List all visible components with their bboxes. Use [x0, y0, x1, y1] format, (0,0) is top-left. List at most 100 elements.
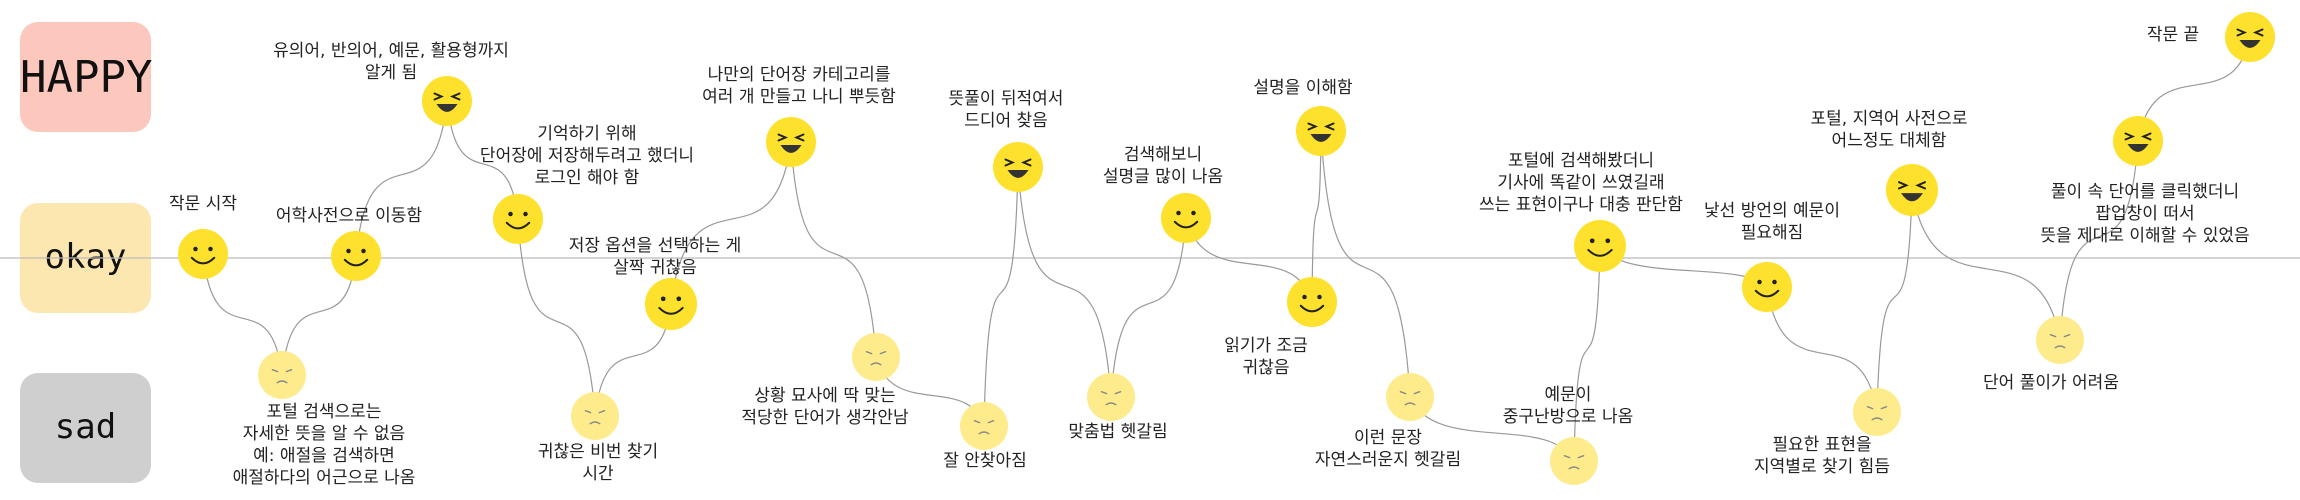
face-circle: [1287, 277, 1337, 327]
event-label: 단어 풀이가 어려움: [1983, 372, 2119, 394]
face-circle: [258, 351, 306, 399]
eye-mark: [449, 92, 461, 101]
event-label-line: 뜻풀이 뒤적여서: [948, 89, 1064, 109]
eye-mark: [973, 420, 981, 424]
eye-mark: [285, 369, 293, 373]
mouth-frown: [276, 380, 288, 384]
mood-band-label: okay: [44, 237, 127, 277]
connector-curve: [2137, 36, 2251, 142]
mood-band-label: HAPPY: [20, 52, 153, 103]
eye-mark: [1898, 181, 1909, 190]
event-label-line: 시간: [582, 464, 614, 484]
face-okay-icon: [1574, 220, 1626, 272]
eye-dot: [660, 296, 666, 302]
mouth-frown: [870, 362, 882, 366]
event-label-line: 애절하다의 어근으로 나옴: [232, 468, 416, 488]
mouth-open: [780, 145, 802, 153]
connector-curve: [1911, 189, 2061, 341]
face-happy-icon: [2225, 12, 2275, 62]
event-label-line: 예문이: [1544, 385, 1592, 405]
event-label: 잘 안찾아짐: [943, 450, 1027, 472]
face-circle: [1886, 164, 1938, 216]
eye-mark: [1577, 455, 1585, 459]
face-circle: [2225, 12, 2275, 62]
eye-mark: [1399, 391, 1407, 395]
face-circle: [1574, 220, 1626, 272]
connector-curve: [1311, 130, 1322, 303]
face-sad-icon: [571, 392, 619, 440]
eye-mark: [793, 133, 805, 142]
event-label-line: 설명글 많이 나옴: [1102, 167, 1224, 187]
eye-dot: [361, 248, 366, 254]
mood-band-sad: sad: [20, 373, 151, 483]
face-circle: [331, 231, 381, 281]
eye-dot: [523, 211, 528, 217]
face-circle: [571, 392, 619, 440]
face-circle: [1087, 373, 1135, 421]
eye-mark: [2049, 334, 2057, 338]
connector-group: [202, 36, 2251, 462]
event-label-line: 기사에 똑같이 쓰였길래: [1497, 173, 1665, 193]
event-label-line: 낯선 방언의 예문이: [1704, 201, 1840, 221]
connector-curve: [202, 253, 283, 376]
connector-curve: [355, 100, 448, 257]
connector-curve: [1110, 217, 1187, 398]
face-okay-icon: [178, 229, 228, 279]
event-label-line: 검색해보니: [1123, 145, 1203, 165]
eye-dot: [1757, 279, 1762, 285]
eye-dot: [193, 246, 198, 252]
connector-curve: [446, 100, 519, 220]
event-label-line: 포털, 지역어 사전으로: [1810, 109, 1968, 129]
event-label-line: 포털에 검색해봤더니: [1507, 151, 1655, 171]
event-label-line: 자연스러운지 헷갈림: [1314, 450, 1462, 470]
event-label: 맞춤법 헷갈림: [1068, 421, 1167, 443]
connector-curve: [1876, 189, 1913, 413]
face-circle: [1296, 106, 1346, 156]
mouth-open: [1007, 170, 1029, 178]
eye-mark: [2063, 334, 2071, 338]
connector-curve: [594, 303, 672, 417]
connector-curve: [790, 141, 877, 358]
eye-mark: [1413, 391, 1421, 395]
event-label-line: 어느정도 대체함: [1831, 131, 1947, 151]
face-circle: [1550, 437, 1598, 485]
event-label-line: 귀찮음: [1242, 358, 1290, 378]
eye-dot: [1317, 294, 1322, 300]
eye-mark: [865, 351, 873, 355]
face-sad-icon: [1853, 388, 1901, 436]
face-circle: [645, 278, 697, 330]
face-okay-icon: [1287, 277, 1337, 327]
event-label-line: 저장 옵션을 선택하는 게: [568, 236, 742, 256]
face-sad-icon: [1386, 373, 1434, 421]
mouth-open: [2239, 40, 2261, 48]
event-label-line: 쓰는 표현이구나 대충 판단함: [1479, 195, 1683, 215]
eye-dot: [1191, 210, 1196, 216]
connector-curve: [1017, 166, 1112, 398]
eye-dot: [208, 246, 213, 252]
event-label-line: 단어 풀이가 어려움: [1983, 373, 2119, 393]
face-happy-icon: [1296, 106, 1346, 156]
event-label-line: 나만의 단어장 카테고리를: [707, 65, 891, 85]
event-label-line: 풀이 속 단어를 클릭했더니: [2050, 182, 2240, 202]
mouth-smile: [1587, 248, 1613, 257]
event-label-line: 드디어 찾음: [964, 111, 1048, 131]
connector-curve: [281, 255, 357, 376]
eye-dot: [1605, 238, 1611, 244]
face-sad-icon: [852, 333, 900, 381]
face-sad-icon: [960, 402, 1008, 450]
face-happy-icon: [993, 142, 1043, 192]
face-okay-icon: [493, 194, 543, 244]
connector-curve: [983, 166, 1019, 427]
eye-mark: [777, 133, 789, 142]
event-label-line: 기억하기 위해: [537, 124, 637, 144]
